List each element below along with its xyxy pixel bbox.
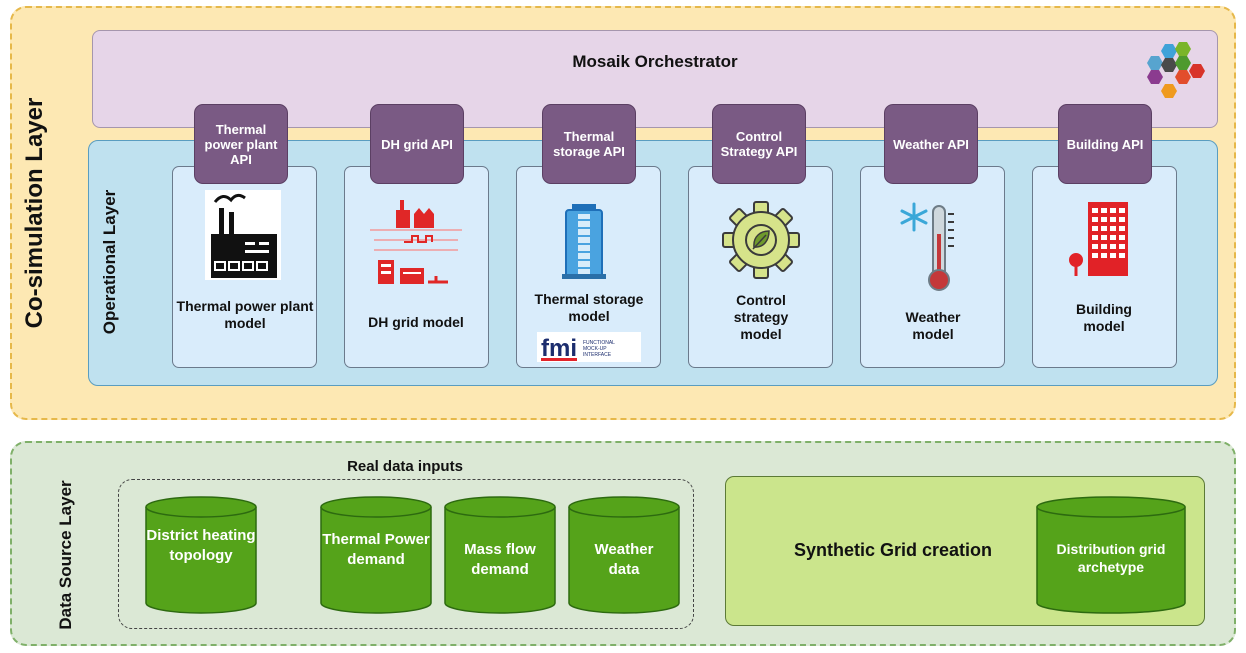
district-heating-grid-icon <box>370 200 462 284</box>
mosaik-logo-icon <box>1147 42 1205 98</box>
distribution-grid-archetype-cylinder: Distribution grid archetype <box>1036 496 1186 614</box>
data-source-layer-label: Data Source Layer <box>55 480 75 630</box>
cosimulation-layer-label: Co-simulation Layer <box>21 97 48 329</box>
weather-data-cylinder: Weather data <box>568 496 680 614</box>
dh-grid-model-label: DH grid model <box>368 313 464 330</box>
operational-layer-label: Operational Layer <box>100 189 119 335</box>
control-strategy-api: Control Strategy API <box>712 104 806 184</box>
power-plant-icon <box>205 190 281 280</box>
building-icon <box>1069 202 1128 276</box>
distribution-grid-archetype-label: Distribution grid archetype <box>1056 541 1166 575</box>
dh-grid-model-box <box>344 166 489 368</box>
mass-flow-demand-cylinder: Mass flow demand <box>444 496 556 614</box>
weather-api: Weather API <box>884 104 978 184</box>
dh-grid-api: DH grid API <box>370 104 464 184</box>
thermal-storage-api: Thermal storage API <box>542 104 636 184</box>
storage-tank-icon <box>562 204 606 279</box>
thermal-power-demand-label: Thermal Power demand <box>322 531 430 568</box>
fmi-logo-text: fmi <box>541 335 577 362</box>
thermometer-snowflake-icon <box>900 202 954 291</box>
real-data-inputs-group <box>118 479 694 629</box>
weather-model-label: Weather model <box>905 309 961 342</box>
mass-flow-demand-label: Mass flow demand <box>464 541 536 578</box>
weather-data-label: Weather data <box>594 541 654 578</box>
thermal-power-demand-cylinder: Thermal Power demand <box>320 496 432 614</box>
fmi-logo-icon: fmi FUNCTIONAL MOCK-UP INTERFACE <box>537 332 641 362</box>
building-api: Building API <box>1058 104 1152 184</box>
thermal-storage-model-label: Thermal storage model <box>534 291 644 324</box>
svg-text:FUNCTIONAL: FUNCTIONAL <box>583 340 615 346</box>
gear-leaf-icon <box>722 201 800 279</box>
control-strategy-model-label: Control strategy model <box>733 291 789 342</box>
thermal-power-plant-api: Thermal power plant API <box>194 104 288 184</box>
orchestrator-title: Mosaik Orchestrator <box>572 52 738 71</box>
synthetic-grid-title: Synthetic Grid creation <box>793 539 993 560</box>
building-model-label: Building model <box>1076 301 1132 334</box>
district-heating-topology-label: District heating topology <box>146 527 256 564</box>
svg-text:INTERFACE: INTERFACE <box>583 352 612 358</box>
svg-text:MOCK-UP: MOCK-UP <box>583 346 607 352</box>
district-heating-topology-cylinder: District heating topology <box>145 496 257 614</box>
power-plant-model-label: Thermal power plant model <box>176 298 314 331</box>
real-data-inputs-title: Real data inputs <box>347 457 463 475</box>
